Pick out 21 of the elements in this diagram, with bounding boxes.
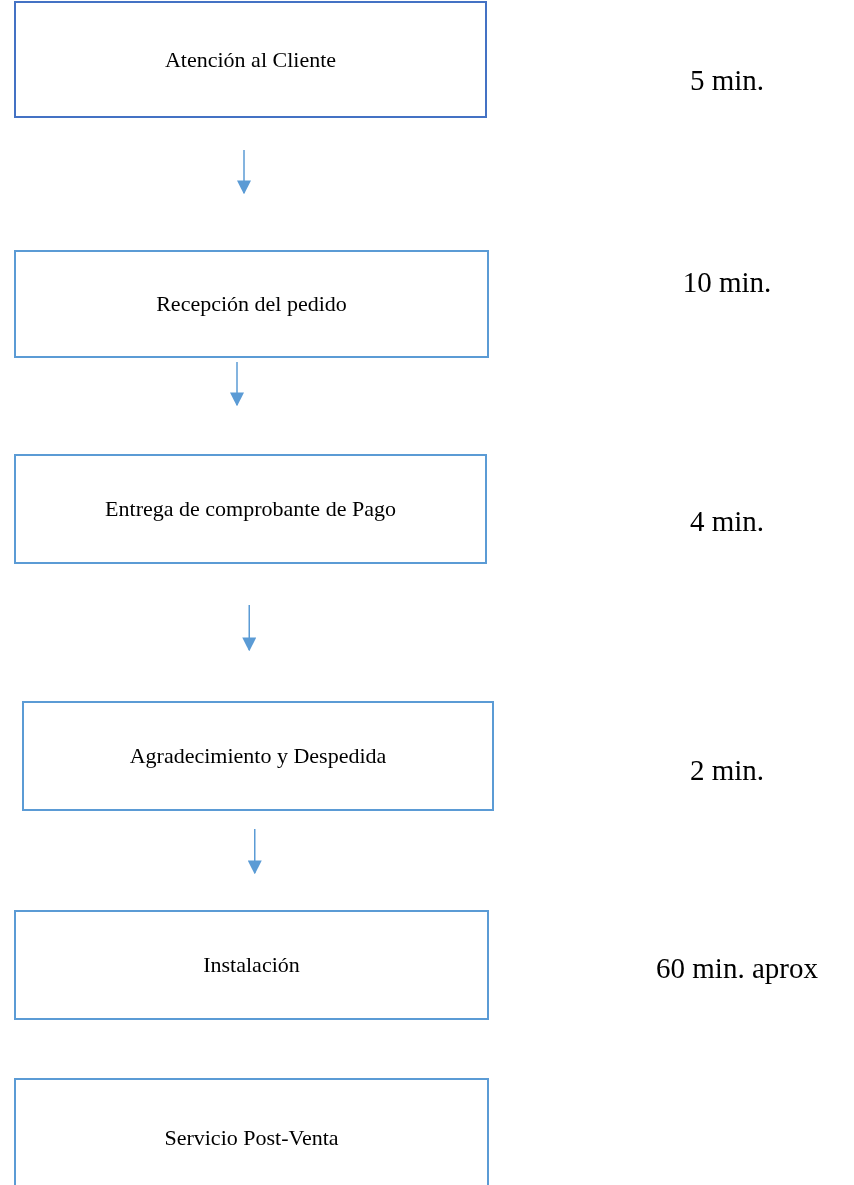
duration-label: 60 min. aprox bbox=[656, 951, 818, 985]
process-box bbox=[14, 1078, 489, 1185]
step-label: Recepción del pedido bbox=[156, 291, 347, 317]
arrow bbox=[247, 828, 262, 875]
step-label: Instalación bbox=[203, 952, 300, 978]
arrow bbox=[242, 604, 257, 652]
step-label: Servicio Post-Venta bbox=[164, 1125, 339, 1151]
duration-label: 10 min. bbox=[682, 265, 772, 299]
process-box bbox=[14, 910, 489, 1020]
duration-label: 2 min. bbox=[689, 753, 765, 787]
arrow bbox=[230, 361, 244, 407]
step-label: Entrega de comprobante de Pago bbox=[105, 496, 396, 522]
step-label: Atención al Cliente bbox=[164, 46, 337, 73]
process-box bbox=[14, 250, 489, 358]
step-label: Agradecimiento y Despedida bbox=[129, 743, 387, 769]
duration-label: 4 min. bbox=[689, 504, 765, 538]
duration-label: 5 min. bbox=[689, 63, 765, 97]
arrow bbox=[237, 149, 251, 195]
process-box bbox=[14, 454, 487, 564]
process-box bbox=[22, 701, 494, 811]
process-box bbox=[14, 1, 487, 118]
